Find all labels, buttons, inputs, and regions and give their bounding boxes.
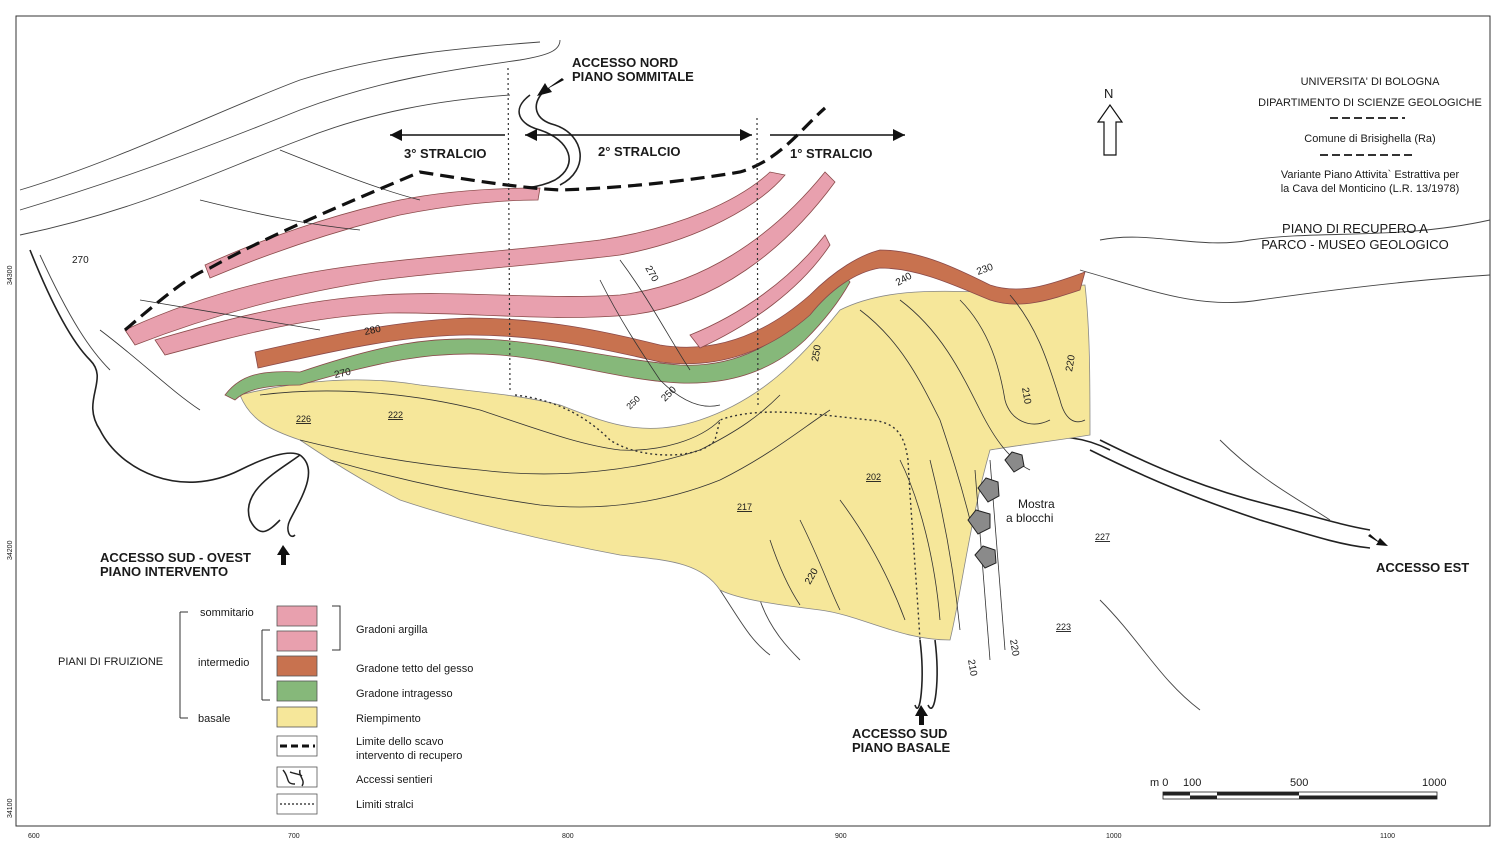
plan-title-line1: PIANO DI RECUPERO A	[1282, 221, 1428, 236]
mostra-line1: Mostra	[1018, 497, 1055, 511]
limite-scavo-line	[123, 106, 827, 332]
rock-blocks	[967, 451, 1025, 569]
legend-swatch-riempimento	[276, 706, 318, 728]
legend-swatch-argilla-top	[276, 605, 318, 627]
contour-label: 220	[1064, 354, 1078, 373]
spot-elevation: 217	[737, 502, 752, 512]
grid-y-label: 34200	[7, 540, 14, 560]
grid-y-label: 34300	[7, 265, 14, 285]
accesso-nord-arrow-icon	[537, 78, 564, 96]
contour-label: 230	[975, 262, 995, 278]
accesso-sud-ovest-line2: PIANO INTERVENTO	[100, 564, 228, 579]
grid-x-label: 700	[288, 833, 300, 840]
contour-label-group: 270 280 270 270 250 250 240 230 250 220 …	[72, 255, 1078, 677]
department-label: DIPARTIMENTO DI SCIENZE GEOLOGICHE	[1258, 97, 1482, 109]
contour-label: 250	[810, 344, 824, 363]
north-arrow-icon: N	[1096, 86, 1124, 156]
gradone-tetto-gesso-band-lower	[254, 249, 1086, 369]
access-labels: ACCESSO NORD PIANO SOMMITALE ACCESSO SUD…	[100, 55, 1469, 755]
contour-label: 270	[642, 264, 660, 284]
spot-elevation: 202	[866, 472, 881, 482]
accesso-sud-line2: PIANO BASALE	[852, 740, 951, 755]
legend-label-limite-scavo-2: intervento di recupero	[356, 750, 462, 762]
plan-title-line2: PARCO - MUSEO GEOLOGICO	[1261, 237, 1449, 252]
accesso-est-arrow-icon	[1368, 534, 1388, 546]
accesso-nord-line2: PIANO SOMMITALE	[572, 69, 694, 84]
contour-label: 210	[965, 659, 979, 678]
contour-label: 250	[659, 384, 679, 404]
gradoni-argilla-band-top	[204, 187, 541, 279]
grid-x-label: 900	[835, 833, 847, 840]
spot-elevation: 226	[296, 414, 311, 424]
legend-label-argilla: Gradoni argilla	[356, 624, 428, 636]
grid-labels: 600 700 800 900 1000 1100 34300 34200 34…	[7, 265, 1395, 840]
contour-label: 210	[1019, 387, 1033, 406]
legend-label-limite-scavo-1: Limite dello scavo	[356, 736, 443, 748]
scale-label-500: 500	[1290, 777, 1308, 789]
scale-bar: m 0 100 500 1000	[1150, 777, 1446, 800]
contour-label: 220	[1007, 639, 1021, 658]
accesso-est-label: ACCESSO EST	[1376, 560, 1469, 575]
scale-label-1000: 1000	[1422, 777, 1446, 789]
grid-x-label: 600	[28, 833, 40, 840]
legend-group-label: PIANI DI FRUIZIONE	[58, 656, 163, 668]
scale-label-0: m 0	[1150, 777, 1168, 789]
grid-x-label: 800	[562, 833, 574, 840]
legend-label-sentieri: Accessi sentieri	[356, 774, 432, 786]
spot-elevation-group: 222 226 217 202 227 223	[296, 410, 1110, 632]
grid-x-label: 1000	[1106, 833, 1122, 840]
contour-label: 270	[333, 367, 352, 381]
mostra-line2: a blocchi	[1006, 511, 1053, 525]
gradoni-argilla-band-small	[689, 234, 831, 349]
variante-line1: Variante Piano Attivita` Estrattiva per	[1281, 169, 1460, 181]
north-label: N	[1104, 86, 1113, 101]
legend-swatch-argilla	[276, 630, 318, 652]
scale-label-100: 100	[1183, 777, 1201, 789]
legend-level-basale: basale	[198, 713, 230, 725]
contour-label: 250	[624, 394, 642, 412]
stralcio-1-label: 1° STRALCIO	[790, 146, 872, 161]
map-frame	[15, 15, 1491, 827]
spot-elevation: 223	[1056, 622, 1071, 632]
variante-line2: la Cava del Monticino (L.R. 13/1978)	[1281, 183, 1460, 195]
accesso-sud-ovest-arrow-icon	[277, 545, 290, 565]
accesso-sud-arrow-icon	[915, 705, 928, 725]
grid-y-label: 34100	[7, 798, 14, 818]
comune-label: Comune di Brisighella (Ra)	[1304, 133, 1435, 145]
legend-label-tetto-gesso: Gradone tetto del gesso	[356, 663, 473, 675]
contour-label: 240	[894, 271, 914, 289]
stralcio-2-label: 2° STRALCIO	[598, 144, 680, 159]
legend-level-sommitario: sommitario	[200, 607, 254, 619]
title-block: UNIVERSITA' DI BOLOGNA DIPARTIMENTO DI S…	[1258, 76, 1482, 252]
stralcio-3-label: 3° STRALCIO	[404, 146, 486, 161]
gradoni-argilla-band-mid2	[154, 171, 836, 356]
gradoni-argilla-band-mid1	[124, 171, 786, 346]
spot-elevation: 227	[1095, 532, 1110, 542]
spot-elevation: 222	[388, 410, 403, 420]
legend-label-riempimento: Riempimento	[356, 713, 421, 725]
legend-swatch-sentieri	[276, 766, 318, 788]
legend-swatch-intragesso	[276, 680, 318, 702]
stralci-header: 3° STRALCIO 2° STRALCIO 1° STRALCIO	[390, 129, 905, 161]
legend-swatch-tetto-gesso	[276, 655, 318, 677]
riempimento-area	[239, 284, 1091, 641]
grid-x-label: 1100	[1380, 833, 1395, 840]
legend-level-intermedio: intermedio	[198, 657, 249, 669]
contour-label: 270	[72, 255, 89, 266]
legend: PIANI DI FRUIZIONE sommitario intermedio…	[58, 605, 473, 815]
contour-lines	[99, 149, 1086, 661]
university-label: UNIVERSITA' DI BOLOGNA	[1301, 76, 1440, 88]
legend-label-intragesso: Gradone intragesso	[356, 688, 453, 700]
accesso-sud-line1: ACCESSO SUD	[852, 726, 947, 741]
legend-label-limiti-stralci: Limiti stralci	[356, 799, 413, 811]
stralci-limits	[507, 67, 921, 641]
accesso-nord-line1: ACCESSO NORD	[572, 55, 678, 70]
contour-label: 280	[363, 324, 382, 338]
accesso-sud-ovest-line1: ACCESSO SUD - OVEST	[100, 550, 251, 565]
